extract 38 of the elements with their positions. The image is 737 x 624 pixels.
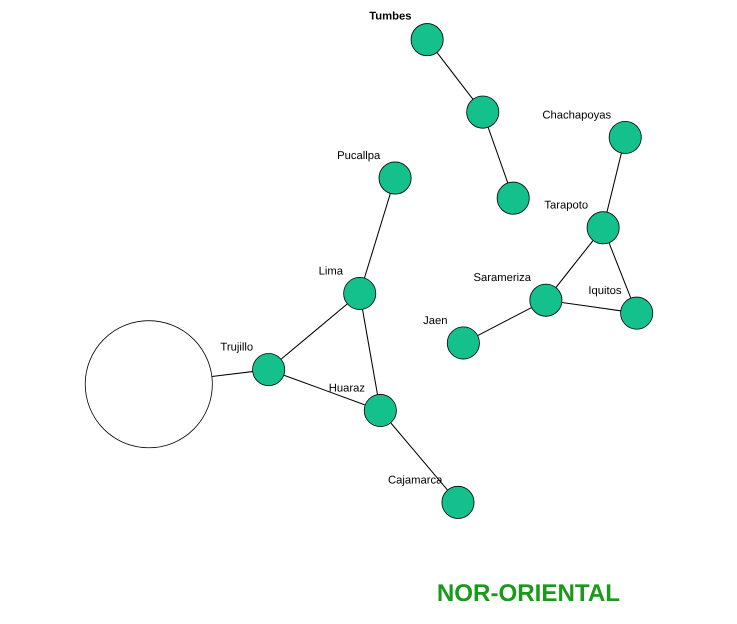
node-circle (363, 394, 396, 427)
node-label: Trujillo (220, 341, 253, 354)
connector (362, 309, 378, 394)
node-circle (620, 296, 653, 330)
connector (561, 302, 620, 312)
node-label: Tumbes (368, 10, 412, 23)
connector (390, 422, 448, 490)
connector (606, 153, 622, 212)
node-circle (586, 211, 620, 244)
node-circle (496, 182, 530, 215)
node-label: Sarameriza (472, 272, 531, 284)
node-circle (84, 320, 212, 448)
connector (487, 127, 508, 184)
node-circle (528, 284, 562, 317)
node-label: Tarapoto (544, 200, 588, 212)
node-circle (608, 120, 642, 154)
label: NOR-ORIENTAL (436, 580, 620, 608)
node-label: Huaraz (328, 382, 365, 394)
node-circle (441, 486, 474, 519)
connector (476, 307, 532, 336)
connector (363, 194, 390, 278)
node-label: Iquitos (588, 284, 622, 297)
node-label: Lima (318, 265, 343, 278)
connector (211, 371, 252, 378)
connector (280, 304, 347, 360)
node-label: Pucallpa (336, 150, 380, 162)
node-circle (410, 23, 444, 56)
connector (555, 240, 593, 288)
node-circle (446, 326, 480, 360)
node-circle (466, 96, 499, 129)
node-circle (252, 353, 285, 386)
connector (283, 374, 365, 406)
node-circle (378, 162, 412, 195)
node-label: Jaen (422, 314, 448, 327)
node-circle (342, 277, 376, 310)
connector (608, 242, 631, 298)
node-label: Chachapoyas (542, 109, 611, 122)
connector (436, 52, 473, 100)
